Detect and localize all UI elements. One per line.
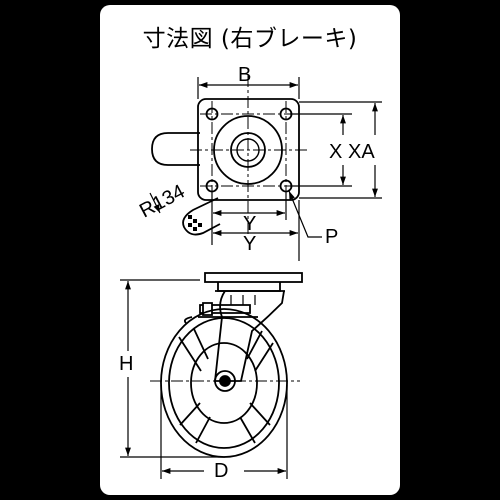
side-view	[150, 272, 303, 458]
side-dimensions	[120, 279, 288, 479]
label-d: D	[214, 460, 228, 482]
label-xa: XA	[348, 141, 375, 163]
label-y-outer: Y	[243, 233, 256, 255]
label-x: X	[329, 141, 342, 163]
diagram-panel: 寸法図 (右ブレーキ)	[100, 5, 400, 495]
label-b: B	[238, 64, 251, 86]
diagram-title: 寸法図 (右ブレーキ)	[142, 26, 358, 52]
caster-drawing: B X XA R134 Y Y P H D	[119, 64, 382, 482]
label-y-inner: Y	[243, 213, 256, 235]
label-h: H	[119, 353, 133, 375]
label-r134: R134	[136, 181, 189, 223]
label-p: P	[325, 226, 338, 248]
top-dimensions	[149, 77, 382, 261]
